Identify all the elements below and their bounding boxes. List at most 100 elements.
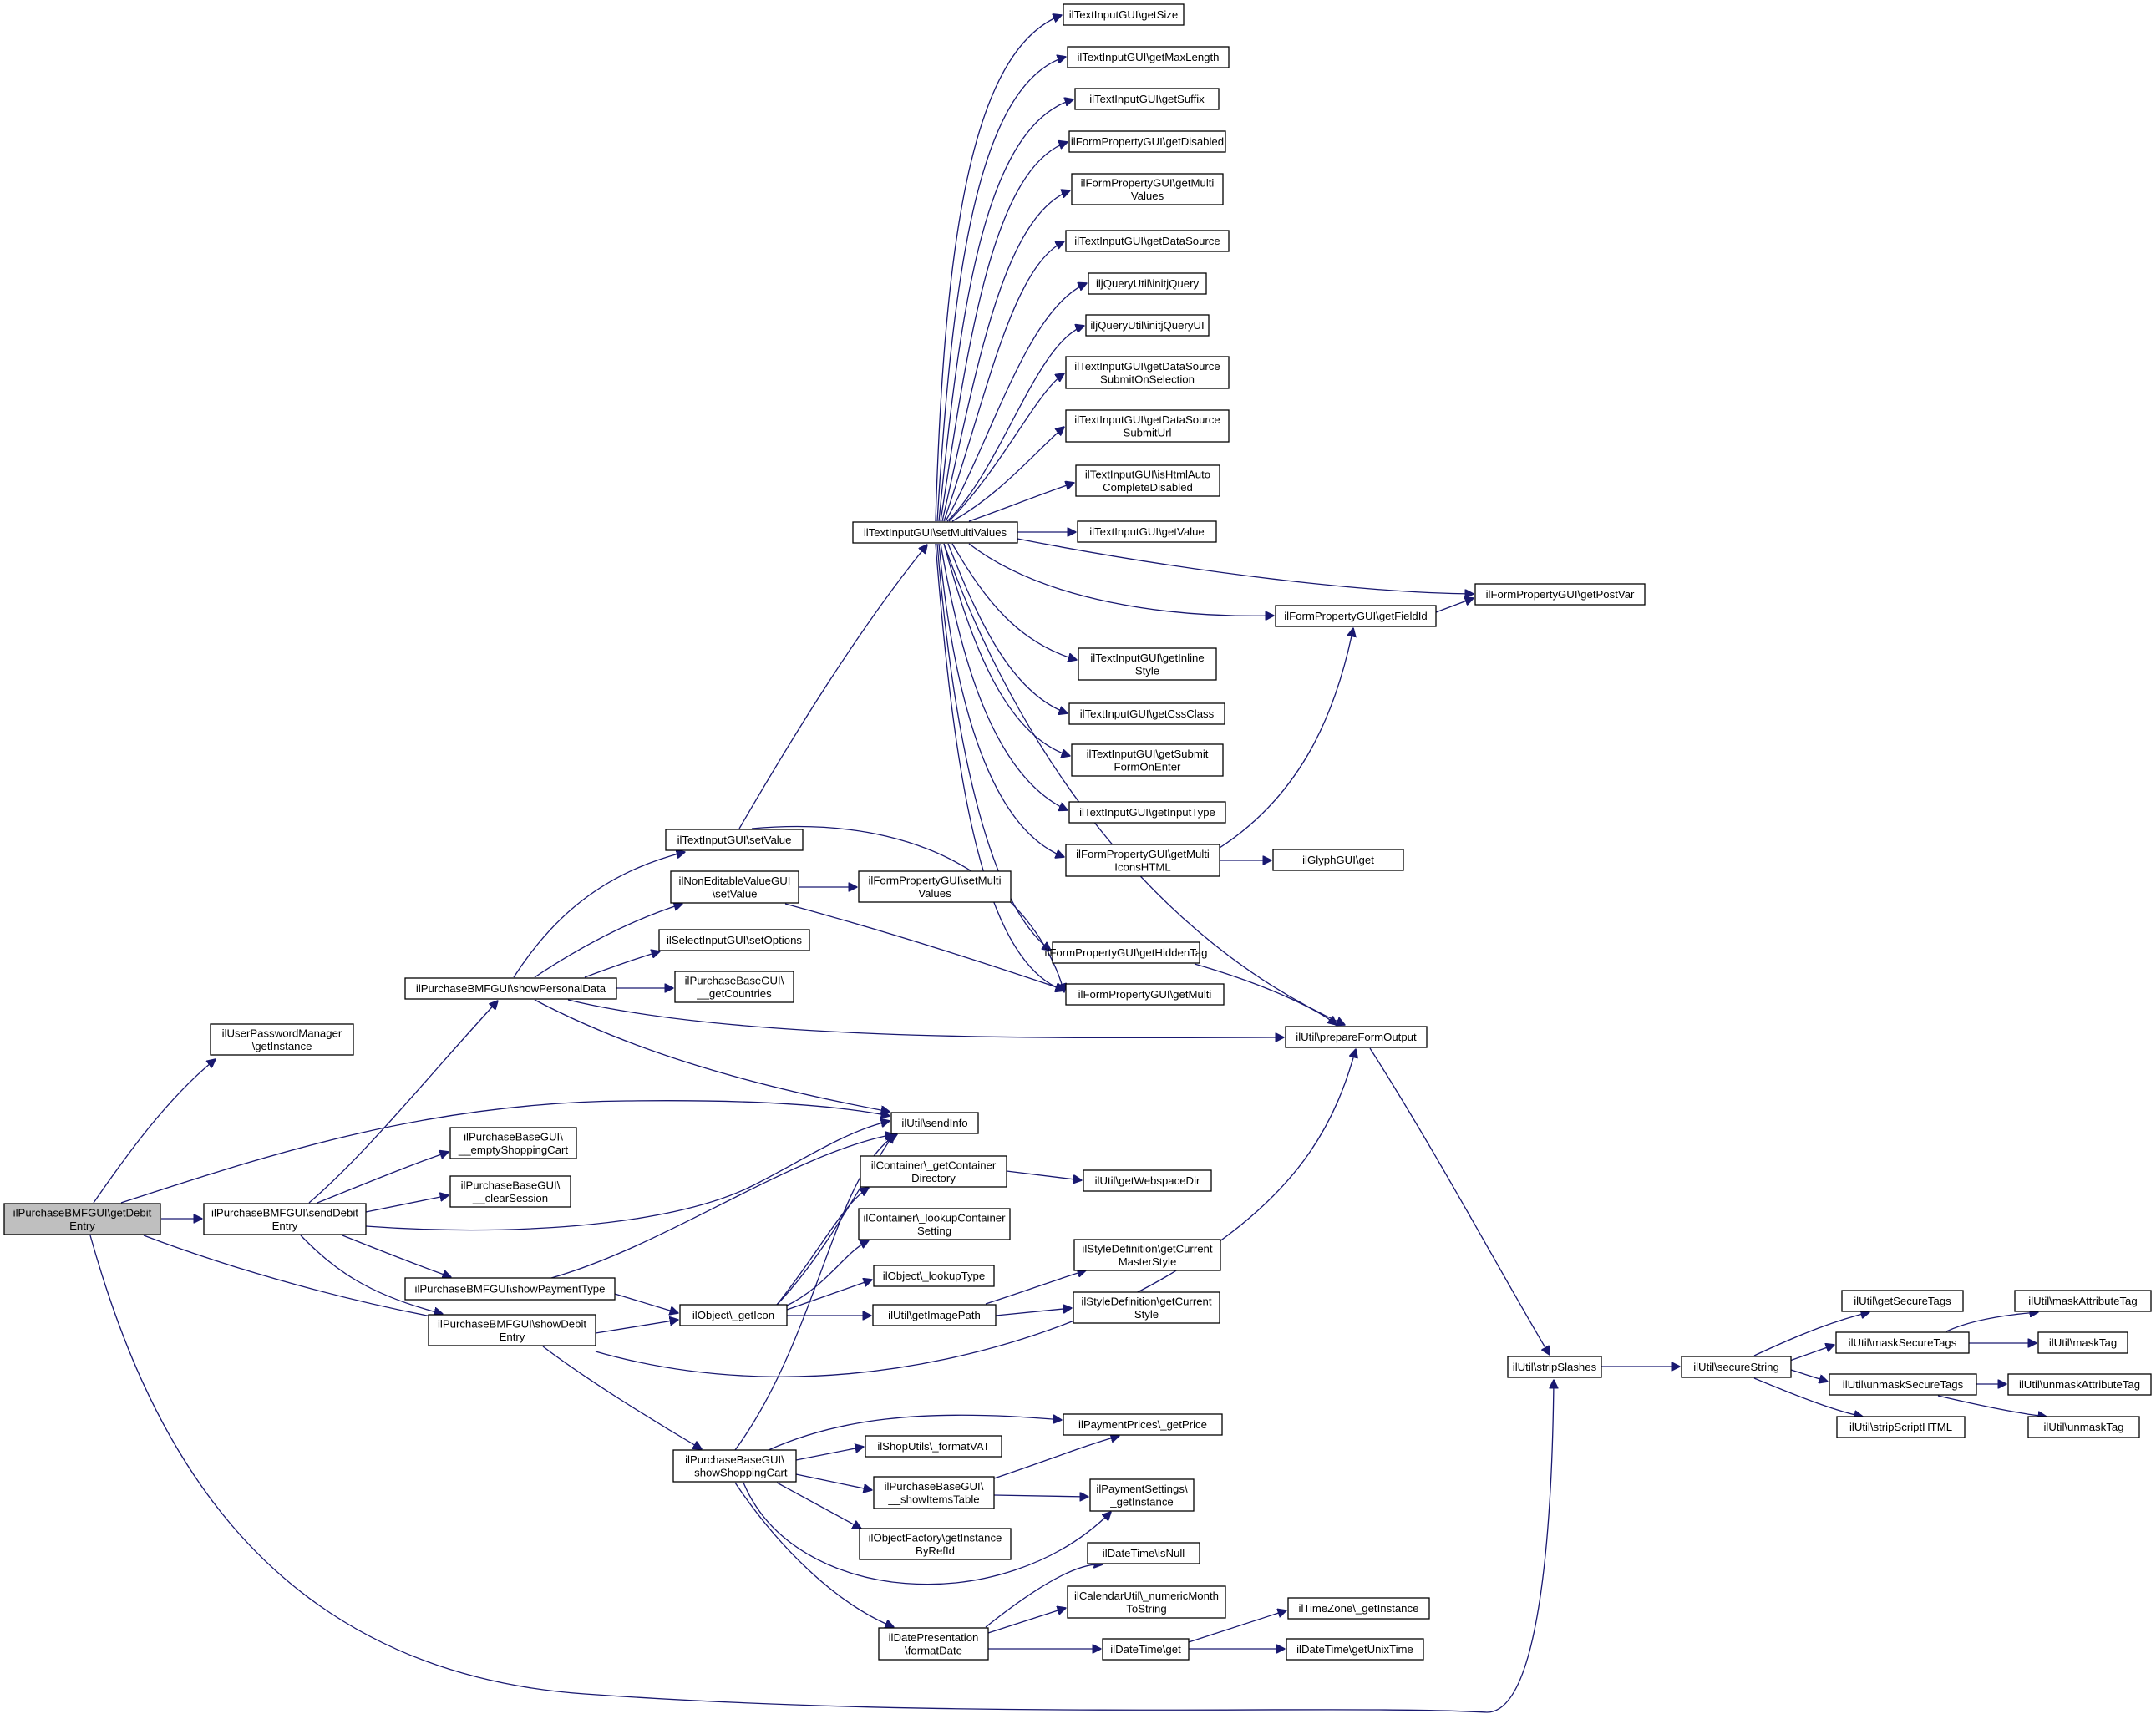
edge-getFieldId-to-getPostVar xyxy=(1435,598,1474,613)
edge-sendDebitEntry-to-sendInfo xyxy=(365,1121,890,1231)
edge-prepareFormOutput-to-stripSlashes xyxy=(1369,1047,1550,1355)
node-paymentSettingsGetInstance[interactable]: ilPaymentSettings\_getInstance xyxy=(1089,1478,1195,1512)
node-setMultiValuesFP[interactable]: ilFormPropertyGUI\setMultiValues xyxy=(858,870,1012,903)
node-maskAttributeTag[interactable]: ilUtil\maskAttributeTag xyxy=(2014,1290,2152,1312)
node-glyphGet[interactable]: ilGlyphGUI\get xyxy=(1272,849,1404,871)
node-box xyxy=(1829,1373,1977,1396)
node-emptyShoppingCart[interactable]: ilPurchaseBaseGUI\__emptyShoppingCart xyxy=(449,1127,577,1159)
node-lookupType[interactable]: ilObject\_lookupType xyxy=(873,1265,995,1287)
edge-formatDate-to-isNull xyxy=(985,1564,1103,1628)
node-sendInfo[interactable]: ilUtil\sendInfo xyxy=(890,1112,979,1134)
node-stripSlashes[interactable]: ilUtil\stripSlashes xyxy=(1507,1356,1602,1378)
node-secureString[interactable]: ilUtil\secureString xyxy=(1681,1356,1792,1378)
node-label: ilPurchaseBMFGUI\showPersonalData xyxy=(416,982,606,995)
edge-getImagePath-to-getCurrentMasterStyle xyxy=(985,1270,1086,1305)
node-label: IconsHTML xyxy=(1114,860,1170,873)
node-nonEditSetValue[interactable]: ilNonEditableValueGUI\setValue xyxy=(670,870,799,904)
node-box xyxy=(1287,1597,1430,1620)
node-maskTag[interactable]: ilUtil\maskTag xyxy=(2037,1331,2128,1354)
node-getSecureTags[interactable]: ilUtil\getSecureTags xyxy=(1841,1290,1964,1312)
node-label: ilObject\_getIcon xyxy=(692,1309,774,1321)
node-timeZoneGetInstance[interactable]: ilTimeZone\_getInstance xyxy=(1287,1597,1430,1620)
node-getPrice[interactable]: ilPaymentPrices\_getPrice xyxy=(1063,1413,1223,1436)
node-box xyxy=(1078,647,1217,681)
node-getInstance[interactable]: ilUserPasswordManager\getInstance xyxy=(210,1023,354,1056)
node-unmaskTag[interactable]: ilUtil\unmaskTag xyxy=(2027,1416,2140,1438)
node-getSuffix[interactable]: ilTextInputGUI\getSuffix xyxy=(1074,88,1220,110)
node-getDataSourceSubmitOnSelection[interactable]: ilTextInputGUI\getDataSourceSubmitOnSele… xyxy=(1065,356,1230,389)
node-getMaxLength[interactable]: ilTextInputGUI\getMaxLength xyxy=(1067,46,1230,68)
node-label: ilTextInputGUI\setValue xyxy=(677,834,792,846)
edge-secureString-to-getSecureTags xyxy=(1753,1312,1869,1356)
node-getCssClass[interactable]: ilTextInputGUI\getCssClass xyxy=(1068,702,1225,725)
edge-getIcon-to-lookupType xyxy=(786,1280,872,1311)
node-label: ilTextInputGUI\getDataSource xyxy=(1074,360,1220,373)
node-label: MasterStyle xyxy=(1119,1255,1177,1268)
node-stripScriptHTML[interactable]: ilUtil\stripScriptHTML xyxy=(1836,1416,1966,1438)
node-unmaskAttributeTag[interactable]: ilUtil\unmaskAttributeTag xyxy=(2007,1373,2152,1396)
node-initjQuery[interactable]: iljQueryUtil\initjQuery xyxy=(1088,272,1207,295)
node-textSetValue[interactable]: ilTextInputGUI\setValue xyxy=(665,829,804,851)
node-getDataSource[interactable]: ilTextInputGUI\getDataSource xyxy=(1065,230,1230,252)
node-getInputType[interactable]: ilTextInputGUI\getInputType xyxy=(1068,801,1226,824)
node-getValue[interactable]: ilTextInputGUI\getValue xyxy=(1077,520,1217,543)
node-unmaskSecureTags[interactable]: ilUtil\unmaskSecureTags xyxy=(1829,1373,1977,1396)
node-formatVAT[interactable]: ilShopUtils\_formatVAT xyxy=(865,1435,1002,1458)
node-getDisabled[interactable]: ilFormPropertyGUI\getDisabled xyxy=(1068,130,1226,153)
node-isNull[interactable]: ilDateTime\isNull xyxy=(1087,1542,1200,1564)
node-box xyxy=(2007,1373,2152,1396)
node-setMultiValues[interactable]: ilTextInputGUI\setMultiValues xyxy=(852,521,1018,544)
node-maskSecureTags[interactable]: ilUtil\maskSecureTags xyxy=(1835,1331,1970,1354)
node-initjQueryUI[interactable]: iljQueryUtil\initjQueryUI xyxy=(1085,314,1210,337)
node-showShoppingCart[interactable]: ilPurchaseBaseGUI\__showShoppingCart xyxy=(672,1449,797,1483)
node-showItemsTable[interactable]: ilPurchaseBaseGUI\__showItemsTable xyxy=(873,1476,995,1509)
node-getImagePath[interactable]: ilUtil\getImagePath xyxy=(872,1304,997,1326)
node-label: ToString xyxy=(1126,1602,1166,1615)
node-label: ilUtil\sendInfo xyxy=(901,1117,967,1129)
node-showPaymentType[interactable]: ilPurchaseBMFGUI\showPaymentType xyxy=(404,1277,616,1301)
node-getIcon[interactable]: ilObject\_getIcon xyxy=(679,1304,788,1326)
edge-setMultiValues-to-getSubmitFormOnEnter xyxy=(943,543,1070,756)
node-box xyxy=(665,829,804,851)
edge-getHiddenTag-to-prepareFormOutput xyxy=(1194,963,1337,1025)
node-label: Setting xyxy=(917,1225,951,1237)
node-box xyxy=(1286,1638,1424,1661)
node-getCountries[interactable]: ilPurchaseBaseGUI\__getCountries xyxy=(674,971,794,1003)
node-label: Entry xyxy=(272,1220,298,1232)
node-getSize[interactable]: ilTextInputGUI\getSize xyxy=(1063,3,1185,26)
node-prepareFormOutput[interactable]: ilUtil\prepareFormOutput xyxy=(1285,1026,1428,1048)
node-getUnixTime[interactable]: ilDateTime\getUnixTime xyxy=(1286,1638,1424,1661)
node-dateTimeGet[interactable]: ilDateTime\get xyxy=(1102,1638,1190,1661)
node-getWebspaceDir[interactable]: ilUtil\getWebspaceDir xyxy=(1083,1169,1212,1192)
node-setOptions[interactable]: ilSelectInputGUI\setOptions xyxy=(658,929,810,951)
node-label: Directory xyxy=(911,1172,956,1184)
node-formatDate[interactable]: ilDatePresentation\formatDate xyxy=(878,1627,989,1661)
node-clearSession[interactable]: ilPurchaseBaseGUI\__clearSession xyxy=(449,1175,571,1208)
node-box xyxy=(404,977,617,1000)
node-getFieldId[interactable]: ilFormPropertyGUI\getFieldId xyxy=(1275,605,1437,627)
node-getHiddenTag[interactable]: ilFormPropertyGUI\getHiddenTag xyxy=(1045,941,1208,964)
node-box xyxy=(1067,46,1230,68)
node-label: ilFormPropertyGUI\setMulti xyxy=(868,874,1001,886)
node-getMulti[interactable]: ilFormPropertyGUI\getMulti xyxy=(1065,983,1225,1006)
node-showPersonalData[interactable]: ilPurchaseBMFGUI\showPersonalData xyxy=(404,977,617,1000)
node-isHtmlAutoCompleteDisabled[interactable]: ilTextInputGUI\isHtmlAutoCompleteDisable… xyxy=(1075,464,1220,497)
node-getPostVar[interactable]: ilFormPropertyGUI\getPostVar xyxy=(1474,583,1646,606)
node-box xyxy=(852,521,1018,544)
edge-getContainerDirectory-to-getWebspaceDir xyxy=(1006,1170,1082,1180)
node-label: ilPurchaseBMFGUI\sendDebit xyxy=(211,1206,358,1219)
